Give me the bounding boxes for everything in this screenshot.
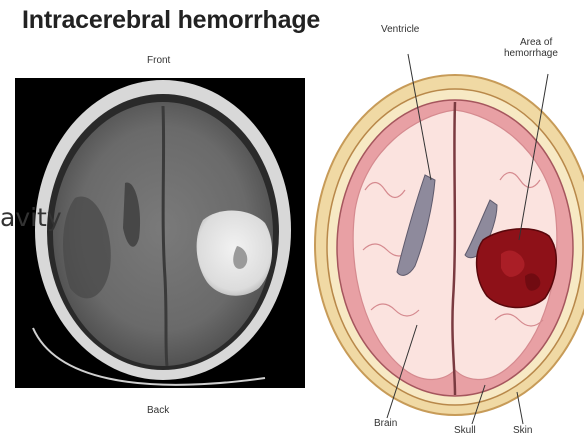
skin-label: Skin	[513, 425, 532, 436]
skin-leader	[517, 392, 523, 424]
overlay-text-fragment: avity	[0, 203, 62, 232]
back-label: Back	[147, 405, 169, 416]
skull-label: Skull	[454, 425, 476, 436]
hemorrhage-label: hemorrhage	[504, 48, 558, 59]
front-label: Front	[147, 55, 170, 66]
ct-scan-image	[15, 78, 305, 388]
brain-diagram	[305, 40, 584, 437]
area-of-label: Area of	[520, 37, 552, 48]
ventricle-label: Ventricle	[381, 24, 419, 35]
brain-label: Brain	[374, 418, 397, 429]
page-title: Intracerebral hemorrhage	[22, 6, 320, 35]
